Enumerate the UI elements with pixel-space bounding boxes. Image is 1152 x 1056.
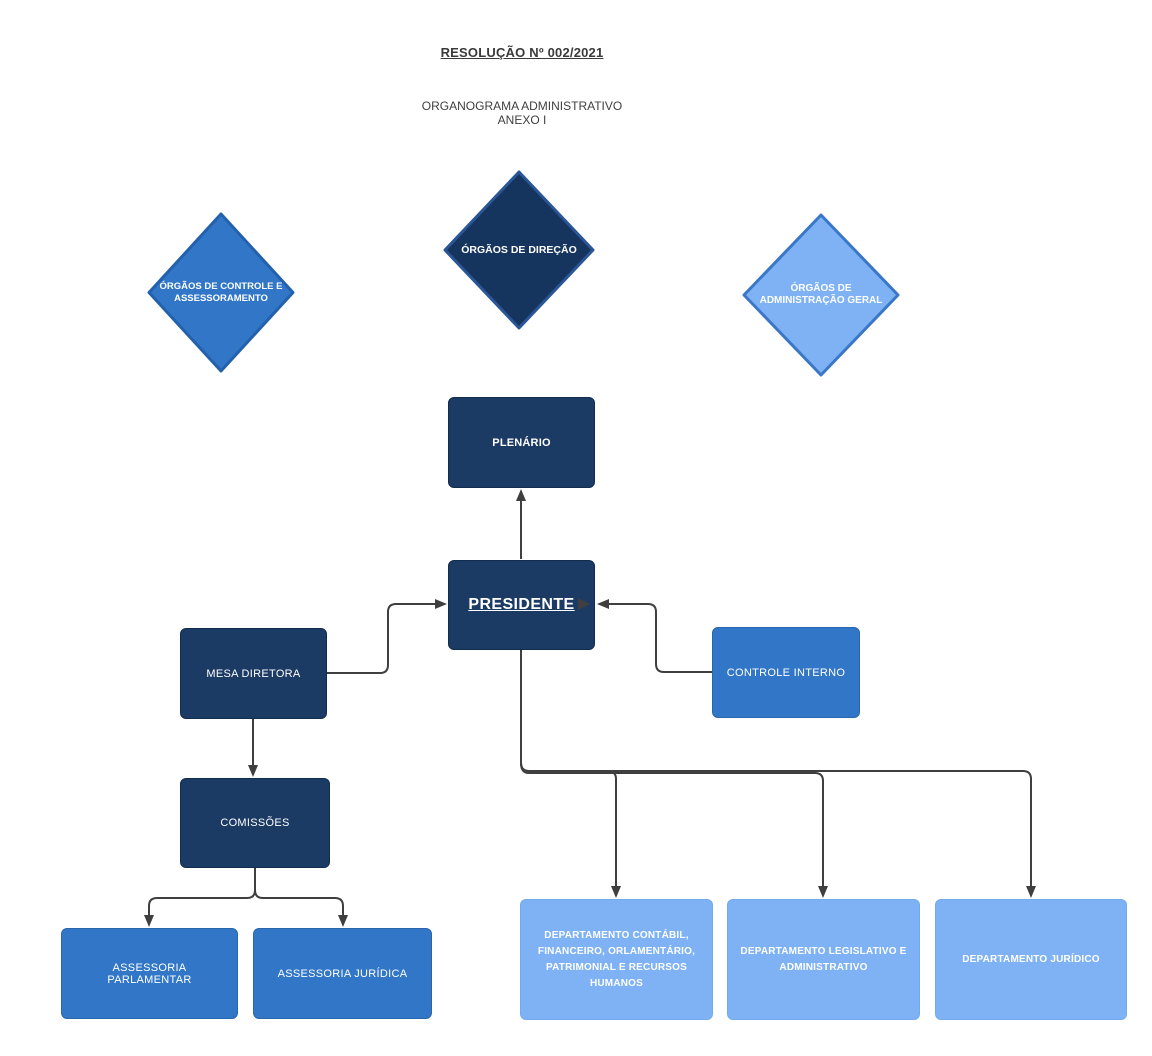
diamond-shape-icon — [147, 212, 295, 373]
diamond-orgaos-controle-assessoramento: ÓRGÃOS DE CONTROLE E ASSESSORAMENTO — [147, 212, 295, 373]
node-mesa-diretora: MESA DIRETORA — [180, 628, 327, 719]
diamond-shape-icon — [443, 170, 595, 330]
node-label: ASSESSORIA JURÍDICA — [277, 967, 408, 980]
node-label: ASSESSORIA PARLAMENTAR — [107, 961, 192, 986]
node-assessoria-juridica: ASSESSORIA JURÍDICA — [253, 928, 432, 1019]
node-departamento-contabil: DEPARTAMENTO CONTÁBIL, FINANCEIRO, ORLAM… — [520, 899, 713, 1020]
node-label: DEPARTAMENTO JURÍDICO — [962, 953, 1100, 965]
subtitle-line-2: ANEXO I — [497, 113, 547, 127]
node-label: DEPARTAMENTO LEGISLATIVO E ADMINISTRATIV… — [740, 945, 907, 973]
diamond-shape-icon — [742, 213, 900, 377]
subtitle-line-1: ORGANOGRAMA ADMINISTRATIVO — [421, 99, 623, 113]
page-subtitle: ORGANOGRAMA ADMINISTRATIVO ANEXO I — [0, 99, 1044, 127]
node-controle-interno: CONTROLE INTERNO — [712, 627, 860, 718]
node-label: CONTROLE INTERNO — [726, 666, 846, 679]
node-label: PRESIDENTE — [468, 596, 575, 613]
node-assessoria-parlamentar: ASSESSORIA PARLAMENTAR — [61, 928, 238, 1019]
diamond-label: ÓRGÃOS DE ADMINISTRAÇÃO GERAL — [759, 283, 883, 306]
node-label: PLENÁRIO — [492, 436, 551, 449]
node-plenario: PLENÁRIO — [448, 397, 595, 488]
edge-controle-presidente — [597, 599, 712, 673]
diamond-orgaos-administracao-geral: ÓRGÃOS DE ADMINISTRAÇÃO GERAL — [742, 213, 900, 377]
diamond-label: ÓRGÃOS DE DIREÇÃO — [461, 244, 577, 256]
diamond-label: ÓRGÃOS DE CONTROLE E ASSESSORAMENTO — [159, 280, 283, 304]
edge-mesa-presidente — [327, 599, 447, 674]
node-departamento-juridico: DEPARTAMENTO JURÍDICO — [935, 899, 1127, 1020]
node-label: DEPARTAMENTO CONTÁBIL, FINANCEIRO, ORLAM… — [537, 929, 696, 989]
edge-presidente-dep-contabil — [520, 650, 621, 898]
node-presidente: PRESIDENTE — [448, 560, 595, 650]
page-title: RESOLUÇÃO Nº 002/2021 — [440, 45, 604, 60]
node-comissoes: COMISSÕES — [180, 778, 330, 868]
diamond-orgaos-direcao: ÓRGÃOS DE DIREÇÃO — [443, 170, 595, 330]
node-departamento-legislativo: DEPARTAMENTO LEGISLATIVO E ADMINISTRATIV… — [727, 899, 920, 1020]
node-label: COMISSÕES — [220, 817, 290, 829]
edge-comissoes-assessoria-juridica — [254, 868, 348, 927]
edge-comissoes-assessoria-parlamentar — [144, 868, 256, 927]
node-label: MESA DIRETORA — [206, 667, 301, 680]
